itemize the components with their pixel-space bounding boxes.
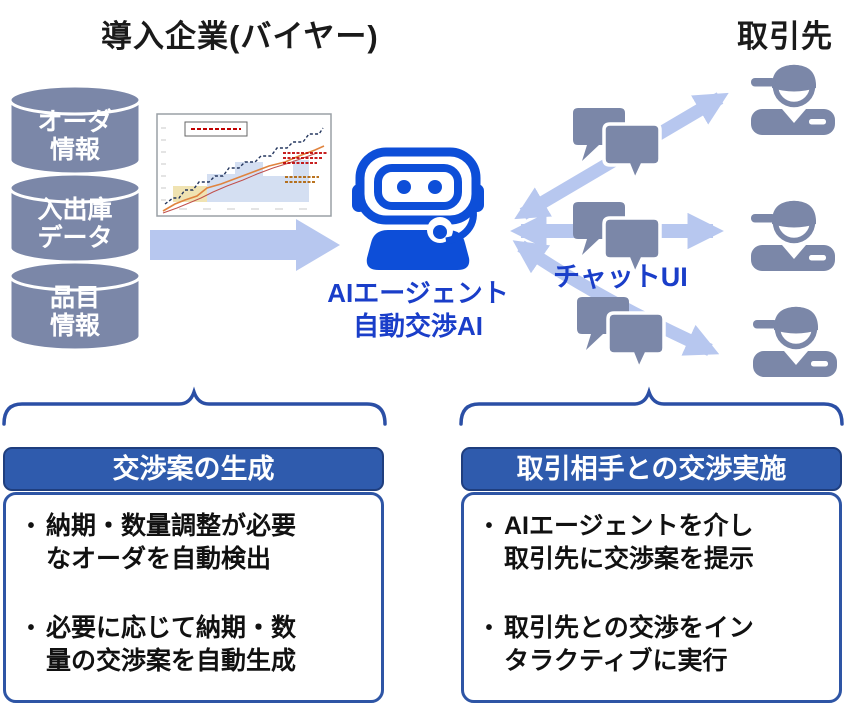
bullet-item: • 必要に応じて納期・数 量の交渉案を自動生成 [16, 612, 373, 677]
bullet-text: 取引先との交渉をイン タラクティブに実行 [504, 614, 754, 675]
robot-agent-icon [352, 147, 484, 270]
database-cylinder-icon [8, 84, 142, 176]
bullet-marker: • [485, 617, 493, 639]
bullet-marker: • [27, 515, 35, 537]
chat-bubbles-icon [575, 295, 666, 371]
database-label-order: オーダ 情報 [37, 108, 113, 164]
panel-proposal-generation: 交渉案の生成 • 納期・数量調整が必要 なオーダを自動検出 • 必要に応じて納期… [3, 447, 384, 703]
database-label-inventory: 入出庫 データ [37, 196, 113, 252]
panel-body: • 納期・数量調整が必要 なオーダを自動検出 • 必要に応じて納期・数 量の交渉… [3, 492, 384, 703]
bullet-text: AIエージェントを介し 取引先に交渉案を提示 [504, 512, 755, 573]
panel-body: • AIエージェントを介し 取引先に交渉案を提示 • 取引先との交渉をイン タラ… [461, 492, 842, 703]
database-cylinder-icon [8, 260, 142, 352]
panel-header: 取引相手との交渉実施 [461, 447, 842, 491]
worker-person-icon [751, 65, 835, 135]
supplier-title: 取引先 [737, 19, 833, 54]
bullet-marker: • [27, 617, 35, 639]
brace-left [2, 386, 387, 426]
worker-person-icon [753, 307, 837, 377]
agent-name-line2: 自動交渉AI [352, 310, 483, 341]
bullet-marker: • [485, 515, 493, 537]
agent-name-label: AIエージェント 自動交渉AI [298, 277, 538, 342]
bullet-item: • AIエージェントを介し 取引先に交渉案を提示 [474, 510, 831, 575]
buyer-title: 導入企業(バイヤー) [101, 19, 379, 54]
order-chart-thumbnail [156, 113, 332, 217]
brace-right [459, 386, 844, 426]
agent-name-line1: AIエージェント [327, 278, 509, 308]
bullet-item: • 納期・数量調整が必要 なオーダを自動検出 [16, 510, 373, 575]
database-cylinder-icon [8, 172, 142, 264]
panel-header: 交渉案の生成 [3, 447, 384, 491]
data-flow-arrow [150, 219, 340, 271]
database-label-item: 品目 情報 [49, 284, 100, 340]
chat-ui-label: チャットUI [553, 262, 688, 292]
worker-person-icon [751, 201, 835, 271]
bullet-text: 必要に応じて納期・数 量の交渉案を自動生成 [46, 614, 297, 675]
panel-negotiation-execution: 取引相手との交渉実施 • AIエージェントを介し 取引先に交渉案を提示 • 取引… [461, 447, 842, 703]
database-stack [8, 84, 142, 352]
bullet-text: 納期・数量調整が必要 なオーダを自動検出 [46, 512, 297, 573]
chat-bubbles-icon [571, 106, 662, 182]
bullet-item: • 取引先との交渉をイン タラクティブに実行 [474, 612, 831, 677]
